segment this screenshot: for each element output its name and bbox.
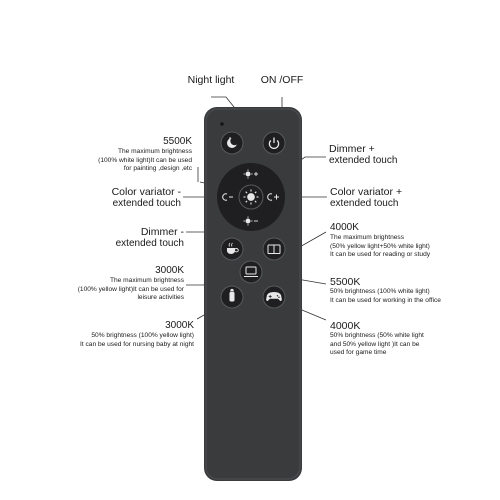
callout-5500k-half: 5500K 50% brightness (100% white light) … [330, 276, 441, 305]
callout-4000k-a-title: 4000K [330, 222, 359, 233]
callout-5500k-line-2: (100% white light)It can be used [98, 156, 192, 164]
callout-dimmer-minus-line-1: Dimmer - [140, 226, 184, 238]
callout-3000k-half: 3000K 50% brightness (100% yellow light)… [80, 320, 194, 349]
callout-4000k-a-line-2: (50% yellow light+50% white light) [330, 242, 430, 250]
callout-dimmer-plus-line-1: Dimmer + [329, 143, 375, 155]
dimmer-plus-button[interactable] [242, 165, 260, 183]
callout-dimmer-minus-line-2: extended touch [115, 238, 184, 249]
callout-color-plus-line-1: Color variator + [330, 186, 403, 198]
callout-3000k-max: 3000K The maximum brightness (100% yello… [78, 265, 184, 303]
callout-dimmer-minus: Dimmer - extended touch [116, 226, 184, 250]
callout-5500k-b-line-2: It can be used for working in the office [330, 296, 441, 304]
callout-color-plus: Color variator + extended touch [330, 186, 402, 210]
callout-4000k-b-title: 4000K [330, 320, 361, 332]
label-night-light: Night light [187, 74, 235, 86]
callout-dimmer-plus: Dimmer + extended touch [329, 143, 397, 167]
reading-button[interactable] [262, 237, 286, 261]
color-minus-icon [222, 193, 233, 201]
label-on-off: ON /OFF [260, 74, 304, 86]
nursing-button[interactable] [220, 285, 244, 309]
callout-4000k-b-line-3: used for game time [330, 349, 387, 357]
remote-bevel [205, 108, 301, 480]
callout-color-minus: Color variator - extended touch [112, 186, 181, 210]
callout-3000k-b-line-1: 50% brightness (100% yellow light) [91, 332, 194, 339]
callout-5500k-title: 5500K [163, 136, 192, 147]
sun-plus-icon [243, 169, 258, 179]
callout-4000k-b-line-2: and 50% yellow light )It can be [330, 340, 420, 348]
leisure-button[interactable] [220, 237, 244, 261]
callout-3000k-a-title: 3000K [155, 265, 184, 276]
callout-5500k-b-title: 5500K [330, 276, 361, 288]
gamepad-icon [266, 292, 282, 301]
callout-color-minus-line-1: Color variator - [111, 186, 181, 198]
book-icon [267, 244, 281, 254]
callout-5500k-line-1: The maximum brightness [117, 148, 192, 155]
color-plus-button[interactable] [265, 188, 283, 206]
callout-dimmer-plus-line-2: extended touch [329, 155, 398, 166]
callout-4000k-half: 4000K 50% brightness (50% white light an… [330, 320, 424, 358]
sun-icon [243, 189, 259, 205]
callout-3000k-b-title: 3000K [165, 320, 194, 331]
game-button[interactable] [262, 285, 286, 309]
callout-4000k-b-line-1: 50% brightness (50% white light [330, 332, 424, 339]
moon-icon [227, 136, 239, 148]
laptop-icon [244, 266, 258, 277]
power-button[interactable] [262, 131, 286, 155]
coffee-cup-icon [227, 242, 239, 254]
callout-4000k-max: 4000K The maximum brightness (50% yellow… [330, 222, 430, 260]
center-brightness-button[interactable] [238, 184, 264, 210]
sun-minus-icon [243, 216, 258, 226]
callout-5500k-line-3: for painting ,design ,etc [123, 165, 192, 173]
callout-color-plus-line-2: extended touch [330, 198, 399, 209]
remote-body [204, 107, 302, 481]
indicator-led [220, 122, 224, 126]
callout-5500k-max: 5500K The maximum brightness (100% white… [98, 136, 192, 174]
callout-3000k-a-line-3: leisure activities [137, 294, 184, 302]
color-minus-button[interactable] [219, 188, 237, 206]
color-plus-icon [267, 193, 279, 201]
callout-5500k-b-line-1: 50% brightness (100% white light) [330, 288, 430, 295]
power-icon [268, 137, 280, 149]
baby-bottle-icon [229, 288, 235, 302]
dimmer-minus-button[interactable] [242, 212, 260, 230]
callout-3000k-b-line-2: It can be used for nursing baby at night [80, 340, 194, 348]
callout-color-minus-line-2: extended touch [112, 198, 181, 209]
callout-4000k-a-line-3: It can be used for reading or study [330, 251, 431, 259]
office-button[interactable] [239, 260, 263, 284]
night-light-button[interactable] [220, 131, 244, 155]
callout-3000k-a-line-2: (100% yellow light)It can be used for [77, 285, 184, 293]
callout-3000k-a-line-1: The maximum brightness [109, 277, 184, 284]
callout-4000k-a-line-1: The maximum brightness [330, 234, 405, 241]
